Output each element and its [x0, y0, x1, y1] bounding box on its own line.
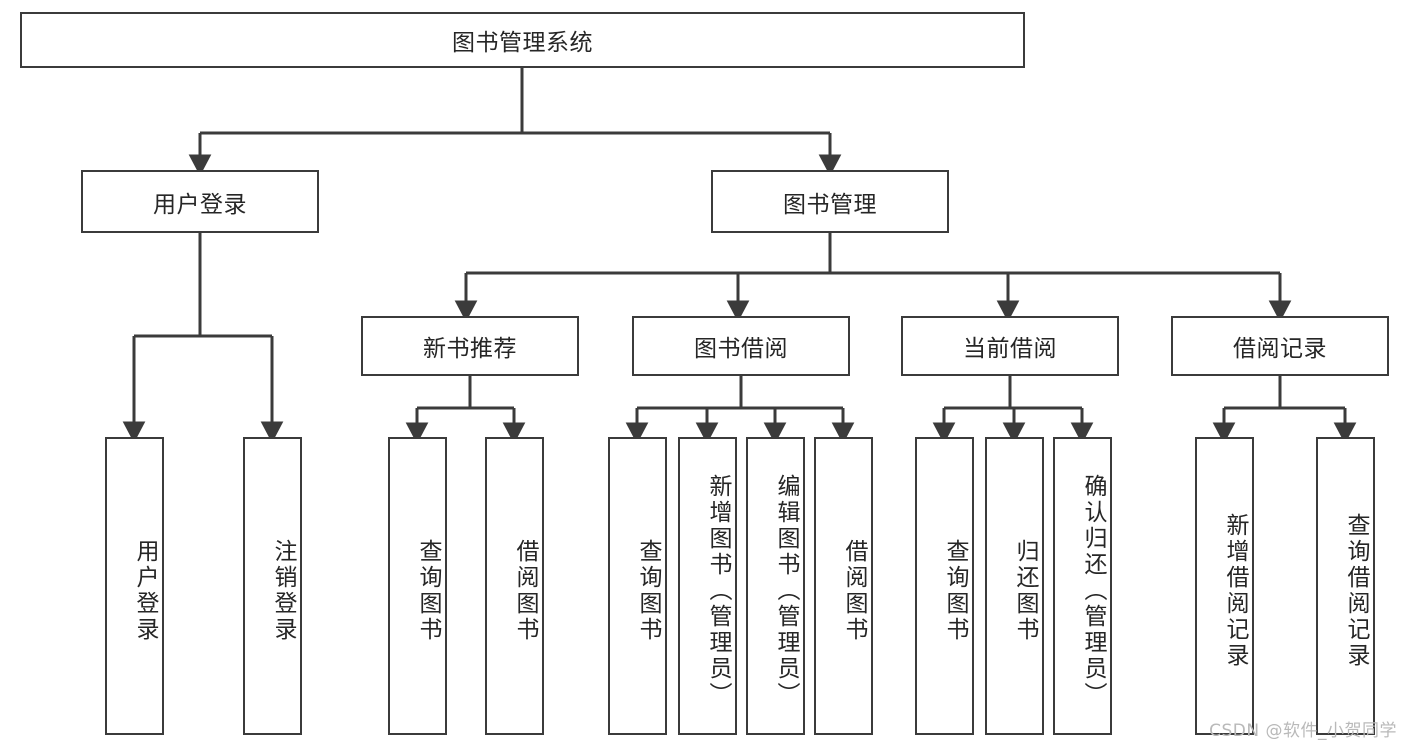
node-leaf-user-logout[interactable]: 注销登录 [243, 437, 302, 735]
node-leaf-query-book-1-label: 查询图书 [415, 539, 441, 643]
node-book-manage[interactable]: 图书管理 [711, 170, 949, 233]
node-book-borrow[interactable]: 图书借阅 [632, 316, 850, 376]
node-leaf-borrow-book-1-label: 借阅图书 [512, 539, 538, 643]
node-leaf-user-login-label: 用户登录 [132, 539, 158, 643]
node-leaf-add-book-label: 新增图书（管理员） [705, 474, 731, 708]
node-leaf-edit-book-label: 编辑图书（管理员） [773, 474, 799, 708]
node-leaf-confirm-return-label: 确认归还（管理员） [1080, 474, 1106, 708]
node-new-book-recommend[interactable]: 新书推荐 [361, 316, 579, 376]
node-borrow-record-label: 借阅记录 [1233, 336, 1327, 362]
node-leaf-query-book-3[interactable]: 查询图书 [915, 437, 974, 735]
node-root[interactable]: 图书管理系统 [20, 12, 1025, 68]
watermark-text: CSDN @软件_小贺同学 [1209, 721, 1397, 741]
node-leaf-query-book-2-label: 查询图书 [635, 539, 661, 643]
node-leaf-query-book-3-label: 查询图书 [942, 539, 968, 643]
node-current-borrow[interactable]: 当前借阅 [901, 316, 1119, 376]
node-book-borrow-label: 图书借阅 [694, 336, 788, 362]
node-user-login-label: 用户登录 [153, 191, 247, 218]
node-leaf-borrow-book-2-label: 借阅图书 [841, 539, 867, 643]
node-root-label: 图书管理系统 [452, 30, 593, 56]
node-leaf-user-logout-label: 注销登录 [270, 539, 296, 643]
node-leaf-confirm-return[interactable]: 确认归还（管理员） [1053, 437, 1112, 735]
node-leaf-query-borrow-record[interactable]: 查询借阅记录 [1316, 437, 1375, 735]
node-leaf-borrow-book-2[interactable]: 借阅图书 [814, 437, 873, 735]
node-leaf-add-borrow-record[interactable]: 新增借阅记录 [1195, 437, 1254, 735]
node-leaf-query-borrow-record-label: 查询借阅记录 [1343, 513, 1369, 669]
node-user-login[interactable]: 用户登录 [81, 170, 319, 233]
node-book-manage-label: 图书管理 [783, 191, 877, 218]
node-leaf-add-book[interactable]: 新增图书（管理员） [678, 437, 737, 735]
node-leaf-return-book[interactable]: 归还图书 [985, 437, 1044, 735]
node-leaf-edit-book[interactable]: 编辑图书（管理员） [746, 437, 805, 735]
node-leaf-borrow-book-1[interactable]: 借阅图书 [485, 437, 544, 735]
node-borrow-record[interactable]: 借阅记录 [1171, 316, 1389, 376]
node-current-borrow-label: 当前借阅 [963, 336, 1057, 362]
node-new-book-recommend-label: 新书推荐 [423, 336, 517, 362]
node-leaf-query-book-1[interactable]: 查询图书 [388, 437, 447, 735]
node-leaf-add-borrow-record-label: 新增借阅记录 [1222, 513, 1248, 669]
node-leaf-return-book-label: 归还图书 [1012, 539, 1038, 643]
node-leaf-user-login[interactable]: 用户登录 [105, 437, 164, 735]
node-leaf-query-book-2[interactable]: 查询图书 [608, 437, 667, 735]
